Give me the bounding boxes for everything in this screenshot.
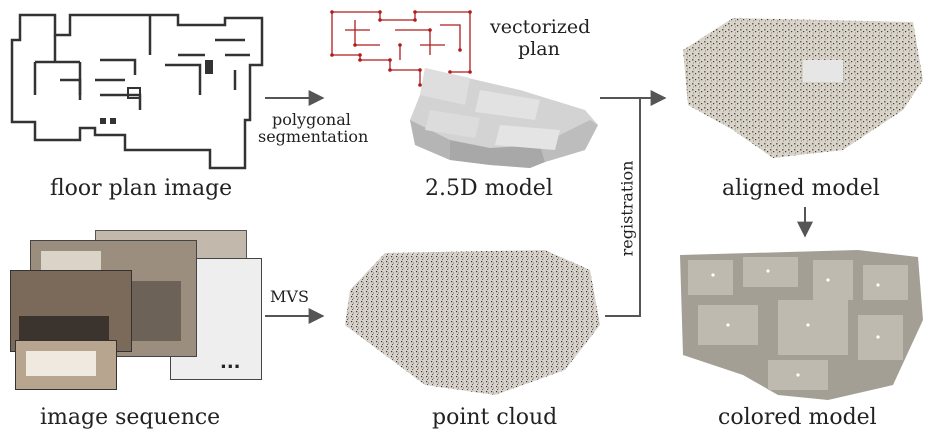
caption-25d-model: 2.5D model (425, 176, 553, 201)
arrow-registration (600, 97, 641, 317)
caption-point-cloud: point cloud (432, 405, 558, 430)
caption-colored-model: colored model (718, 405, 877, 430)
label-plan: plan (518, 38, 560, 60)
caption-floor-plan: floor plan image (50, 176, 233, 201)
label-registration: registration (617, 160, 637, 257)
caption-image-sequence: image sequence (40, 405, 221, 430)
label-polygonal: polygonal (272, 110, 351, 129)
label-mvs: MVS (270, 287, 309, 306)
point-cloud (345, 245, 605, 400)
label-vectorized: vectorized (490, 16, 591, 38)
colored-model (668, 245, 928, 400)
label-segmentation: segmentation (258, 127, 369, 146)
caption-aligned-model: aligned model (722, 176, 880, 201)
more-images-ellipsis: ... (220, 352, 241, 373)
aligned-model (673, 10, 923, 158)
image-sequence: ... (10, 230, 262, 395)
